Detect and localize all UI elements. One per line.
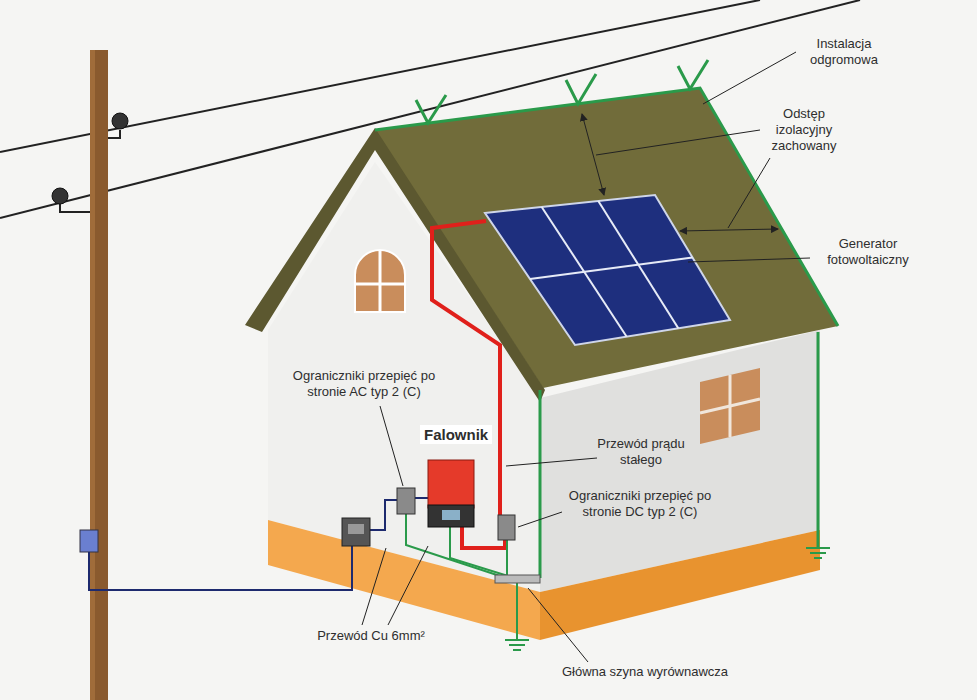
callout-label: Ograniczniki przepięć po stronie AC typ … [293,368,435,399]
ac-wiring-part [506,540,508,575]
devices-part [428,505,474,527]
ground-symbols-part [814,557,822,559]
lightning-protection-part [539,390,542,578]
ac-wiring [89,498,508,590]
windows-part [700,399,760,413]
ground-symbols [505,548,830,650]
label-holder: Generator fotowoltaiczny [814,236,922,268]
ground-symbols-part [810,552,826,554]
devices [342,460,540,583]
leader-lines-part [380,406,403,486]
lightning-protection-part [817,332,820,548]
ground-symbols-part [513,649,521,651]
leader-lines-part [728,158,770,228]
windows-part [355,283,405,286]
callout-label: Odstęp izolacyjny zachowany [771,106,836,153]
callout-label: Falownik [420,425,492,444]
utility-pole [52,50,128,700]
devices-part [342,518,370,546]
windows-part [379,250,382,312]
leader-lines-part [362,548,386,625]
house-part [540,530,820,640]
callout-label: Główna szyna wyrównawcza [562,664,728,679]
callout-label: Przewód prądu stałego [597,436,684,467]
utility-pole-part [80,530,98,552]
ground-symbols-part [509,644,525,646]
lightning-protection-part [375,88,838,326]
ac-wiring-part [370,500,397,530]
utility-pole-part [90,50,95,700]
label-holder: Przewód Cu 6mm² [296,628,446,644]
devices-part [348,524,364,534]
lightning-protection [375,60,838,578]
label-holder: Ograniczniki przepięć po stronie AC typ … [286,368,442,400]
callout-label: Przewód Cu 6mm² [317,628,425,643]
solar-panel-part [485,195,730,345]
callout-label: Ograniczniki przepięć po stronie DC typ … [569,488,711,519]
lightning-protection-part [566,74,596,104]
lightning-protection-part [678,60,708,89]
label-holder: Odstęp izolacyjny zachowany [762,106,846,154]
label-holder: Główna szyna wyrównawcza [550,664,740,680]
ac-wiring-part [415,497,428,499]
devices-part [495,575,540,583]
label-holder: Ograniczniki przepięć po stronie DC typ … [562,488,718,520]
ac-wiring-part [89,546,352,590]
house [245,88,838,640]
solar-panel-part [530,258,693,280]
label-holder: Falownik [420,426,492,445]
ground-symbols-part [516,583,518,640]
solar-panel [485,195,730,345]
leader-lines-part [506,458,597,466]
utility-pole-part [60,204,90,212]
leader-lines-part [680,229,778,231]
label-holder: Instalacja odgromowa [798,36,890,68]
leader-lines-part [703,52,796,104]
devices-part [397,488,415,514]
utility-pole-part [52,188,68,204]
devices-part [428,460,474,508]
callout-label: Instalacja odgromowa [810,36,878,67]
callout-label: Generator fotowoltaiczny [827,236,909,267]
leader-lines-part [596,130,760,155]
devices-part [442,510,460,520]
windows-part [700,368,760,444]
utility-pole-part [108,130,120,138]
label-holder: Przewód prądu stałego [596,436,686,468]
utility-pole-part [90,50,108,700]
leader-lines-part [528,588,588,662]
ground-symbols-part [505,639,529,641]
leader-lines-part [518,512,562,527]
leader-lines [362,52,810,662]
lightning-protection-part [416,95,446,123]
ground-symbols-part [806,547,830,549]
leader-lines-part [688,258,810,262]
windows-part [355,250,405,312]
devices-part [498,515,515,540]
leader-lines-part [388,546,428,625]
utility-pole-part [112,113,128,129]
